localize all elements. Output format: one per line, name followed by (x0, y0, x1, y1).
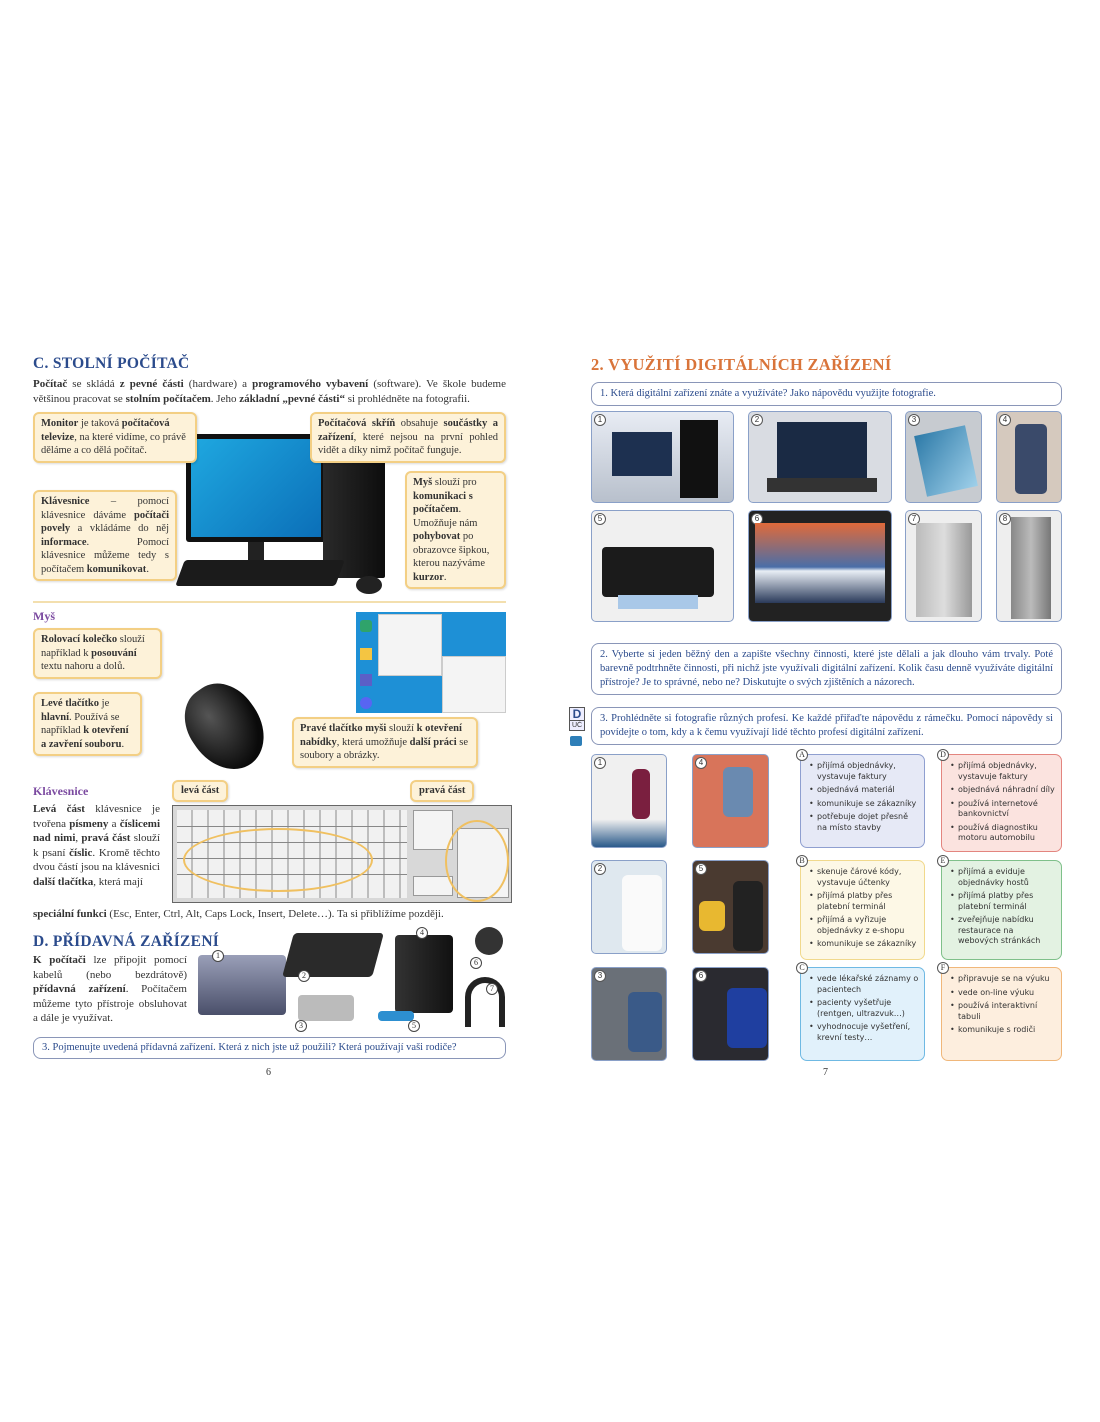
hint-box-c: Cvede lékařské záznamy o pacientechpacie… (796, 962, 925, 1061)
photo-refrigerator: 8 (996, 510, 1062, 622)
photo-smartphone: 4 (996, 411, 1062, 503)
section-d-title: D. PŘÍDAVNÁ ZAŘÍZENÍ (33, 933, 220, 950)
context-menu-screenshot (356, 612, 506, 713)
desktop-computer-image (175, 430, 404, 600)
callout-keyboard: Klávesnice – pomocí klávesnice dáváme po… (33, 490, 177, 581)
keyboard-text-cont: speciální funkci (Esc, Enter, Ctrl, Alt,… (33, 908, 444, 920)
chapter-title: 2. VYUŽITÍ DIGITÁLNÍCH ZAŘÍZENÍ (591, 355, 892, 374)
section-c-title: C. STOLNÍ POČÍTAČ (33, 355, 190, 372)
device-number: 4 (416, 927, 428, 939)
usb-flash-image (378, 1011, 414, 1021)
callout-case: Počítačová skříň obsahuje součástky a za… (310, 412, 506, 463)
mouse-heading: Myš (33, 609, 55, 623)
photo-waitress: 5 (692, 860, 769, 954)
webcam-image (475, 927, 503, 955)
external-drive-image (298, 995, 354, 1021)
device-number: 7 (486, 983, 498, 995)
photo-desktop-pc: 1 (591, 411, 734, 503)
device-number: 3 (295, 1020, 307, 1032)
device-number: 1 (212, 950, 224, 962)
photo-dishwasher: 7 (905, 510, 982, 622)
photo-mechanic: 6 (692, 967, 769, 1061)
hint-box-d: Dpřijímá objednávky, vystavuje fakturyob… (937, 749, 1062, 852)
question-1: 1. Která digitální zařízení znáte a využ… (591, 382, 1062, 406)
peripheral-devices-image: 1 2 3 4 5 6 7 (190, 925, 510, 1035)
question-3-left: 3. Pojmenujte uvedená přídavná zařízení.… (33, 1037, 506, 1059)
mouse-image (170, 670, 280, 784)
section-d-text: K počítači lze připojit pomocí kabelů (n… (33, 954, 187, 1024)
divider (33, 601, 506, 603)
photo-printer: 5 (591, 510, 734, 622)
hint-box-b: Bskenuje čárové kódy, vystavuje účtenkyp… (796, 855, 925, 960)
hint-box-a: Apřijímá objednávky, vystavuje fakturyob… (796, 749, 925, 848)
device-number: 2 (298, 970, 310, 982)
intro-text: Počítač se skládá z pevné části (hardwar… (33, 378, 506, 405)
speakers-image (395, 935, 453, 1013)
keyboard-text: Levá část klávesnice je tvořena písmeny … (33, 803, 161, 888)
hint-box-e: Epřijímá a eviduje objednávky hostůpřijí… (937, 855, 1062, 960)
callout-mouse: Myš slouží pro komunikaci s počítačem. U… (405, 471, 506, 589)
page-number-left: 6 (266, 1067, 271, 1078)
puzzle-icon (570, 736, 582, 746)
photo-cashier: 3 (591, 967, 667, 1061)
photo-bricklayer: 4 (692, 754, 769, 848)
photo-doctor: 2 (591, 860, 667, 954)
page-number-right: 7 (823, 1067, 828, 1078)
scanner-image (282, 933, 384, 977)
headset-image (465, 977, 505, 1027)
callout-scroll-wheel: Rolovací kolečko slouží například k poso… (33, 628, 162, 679)
photo-television: 6 (748, 510, 892, 622)
device-number: 6 (470, 957, 482, 969)
photo-teacher: 1 (591, 754, 667, 848)
photo-tablet: 3 (905, 411, 982, 503)
label-right-part: pravá část (410, 780, 475, 802)
question-3-right: 3. Prohlédněte si fotografie různých pro… (591, 707, 1062, 745)
keyboard-diagram (172, 805, 512, 903)
device-number: 5 (408, 1020, 420, 1032)
hint-box-f: Fpřipravuje se na výukuvede on-line výuk… (937, 962, 1062, 1061)
callout-monitor: Monitor je taková počítačová televize, n… (33, 412, 197, 463)
photo-laptop: 2 (748, 411, 892, 503)
keyboard-heading: Klávesnice (33, 784, 89, 798)
question-2: 2. Vyberte si jeden běžný den a zapište … (591, 643, 1062, 695)
callout-left-button: Levé tlačítko je hlavní. Používá se např… (33, 692, 142, 756)
label-left-part: levá část (172, 780, 229, 802)
printer-image (198, 955, 286, 1015)
callout-right-button: Pravé tlačítko myši slouží k otevření na… (292, 717, 478, 768)
